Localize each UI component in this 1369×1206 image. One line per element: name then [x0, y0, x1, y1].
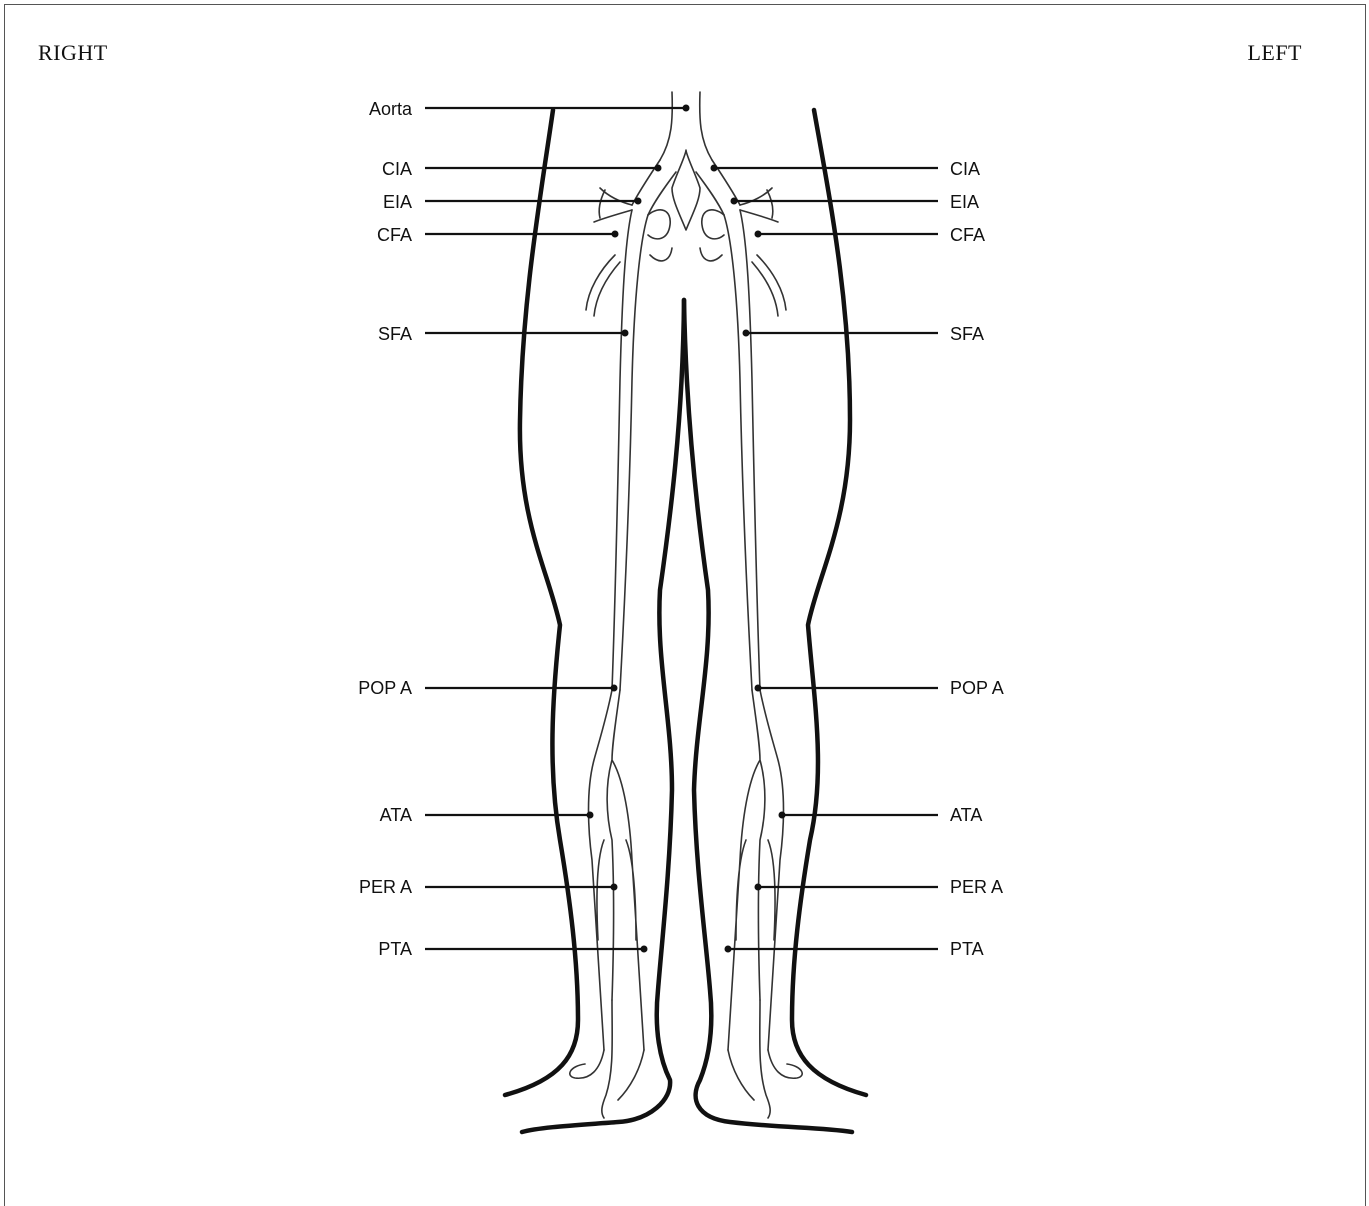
right-labels: Aorta CIA EIA CFA SFA POP A ATA PER A [358, 99, 689, 959]
label-left-cfa: CFA [950, 225, 985, 245]
left-iliac-branches [740, 188, 778, 222]
label-right-per-a: PER A [359, 877, 412, 897]
right-leg-outer-contour [505, 110, 578, 1095]
marker-left-pta [725, 946, 732, 953]
right-leg-inner-contour [522, 300, 684, 1132]
left-popliteal-trifurcation [728, 690, 784, 1050]
marker-left-cfa [755, 231, 762, 238]
left-leg-outer-contour [792, 110, 866, 1095]
label-left-ata: ATA [950, 805, 982, 825]
arterial-tree [570, 92, 802, 1118]
label-right-cfa: CFA [377, 225, 412, 245]
label-aorta: Aorta [369, 99, 413, 119]
right-foot-vessels [570, 1000, 644, 1118]
label-left-per-a: PER A [950, 877, 1003, 897]
label-left-pta: PTA [950, 939, 984, 959]
marker-left-sfa [743, 330, 750, 337]
marker-left-pop-a [755, 685, 762, 692]
label-right-ata: ATA [380, 805, 412, 825]
left-profunda-femoris [752, 255, 786, 316]
marker-right-pta [641, 946, 648, 953]
marker-left-cia [711, 165, 718, 172]
right-profunda-femoris [586, 255, 620, 316]
label-left-sfa: SFA [950, 324, 984, 344]
marker-left-ata [779, 812, 786, 819]
marker-aorta [683, 105, 690, 112]
label-right-sfa: SFA [378, 324, 412, 344]
left-internal-iliac [700, 210, 724, 261]
label-right-eia: EIA [383, 192, 412, 212]
leg-outline [505, 110, 866, 1132]
label-right-pta: PTA [378, 939, 412, 959]
right-popliteal-trifurcation [589, 690, 645, 1050]
marker-left-per-a [755, 884, 762, 891]
left-leg-inner-contour [684, 300, 852, 1132]
label-right-cia: CIA [382, 159, 412, 179]
right-internal-iliac [648, 210, 672, 261]
marker-right-pop-a [611, 685, 618, 692]
label-left-pop-a: POP A [950, 678, 1004, 698]
left-labels: CIA EIA CFA SFA POP A ATA PER A PTA [711, 159, 1004, 959]
marker-right-sfa [622, 330, 629, 337]
aortic-bifurcation [672, 150, 700, 230]
marker-left-eia [731, 198, 738, 205]
label-left-cia: CIA [950, 159, 980, 179]
left-femoral-artery [724, 210, 760, 690]
marker-right-ata [587, 812, 594, 819]
right-femoral-artery [612, 210, 648, 690]
right-iliac-branches [594, 188, 632, 222]
label-left-eia: EIA [950, 192, 979, 212]
label-right-pop-a: POP A [358, 678, 412, 698]
marker-right-cfa [612, 231, 619, 238]
marker-right-per-a [611, 884, 618, 891]
marker-right-eia [635, 198, 642, 205]
marker-right-cia [655, 165, 662, 172]
